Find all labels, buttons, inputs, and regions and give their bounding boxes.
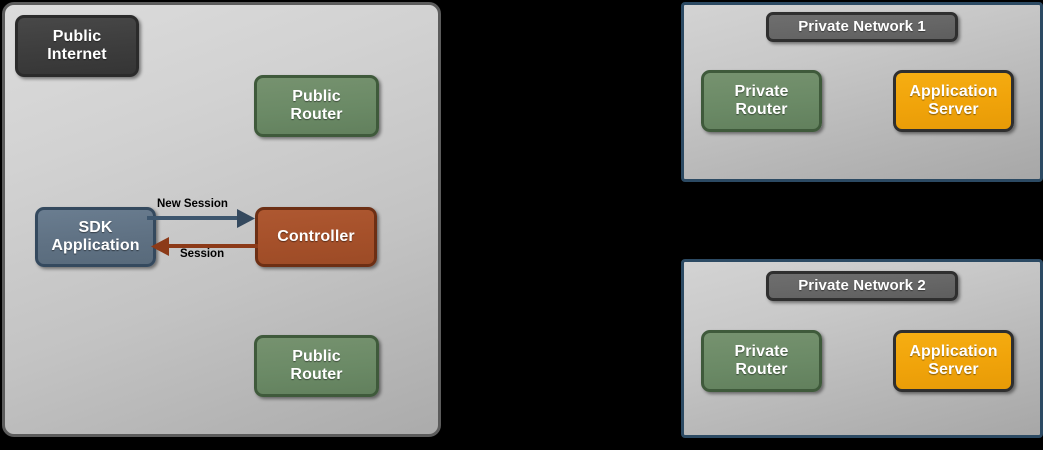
node-public-internet[interactable]: Public Internet [15, 15, 139, 77]
node-application-server-1-label: Application Server [909, 82, 998, 118]
node-controller[interactable]: Controller [255, 207, 377, 267]
arrow-new-session [147, 209, 255, 228]
node-public-router-top[interactable]: Public Router [254, 75, 379, 137]
private-network-2-badge-label: Private Network 2 [798, 277, 926, 295]
node-controller-label: Controller [277, 227, 355, 245]
node-public-router-bottom-label: Public Router [290, 347, 343, 383]
node-application-server-2-label: Application Server [909, 342, 998, 378]
private-network-1-badge-label: Private Network 1 [798, 18, 926, 36]
session-connectors [147, 209, 258, 256]
node-public-internet-label: Public Internet [47, 27, 107, 63]
private-network-2-badge[interactable]: Private Network 2 [766, 271, 958, 301]
edge-label-new-session: New Session [157, 198, 228, 210]
node-application-server-1[interactable]: Application Server [893, 70, 1014, 132]
node-application-server-2[interactable]: Application Server [893, 330, 1014, 392]
private-network-1-badge[interactable]: Private Network 1 [766, 12, 958, 42]
node-public-router-bottom[interactable]: Public Router [254, 335, 379, 397]
node-sdk-application-label: SDK Application [51, 218, 140, 254]
node-private-router-2[interactable]: Private Router [701, 330, 822, 392]
node-private-router-1-label: Private Router [734, 82, 789, 118]
edge-label-session: Session [180, 248, 225, 260]
node-private-router-2-label: Private Router [734, 342, 789, 378]
node-public-router-top-label: Public Router [290, 87, 343, 123]
node-sdk-application[interactable]: SDK Application [35, 207, 156, 267]
node-private-router-1[interactable]: Private Router [701, 70, 822, 132]
arrow-session [151, 237, 258, 256]
public-network-panel: Public Internet Public Router SDK Applic… [2, 2, 441, 437]
